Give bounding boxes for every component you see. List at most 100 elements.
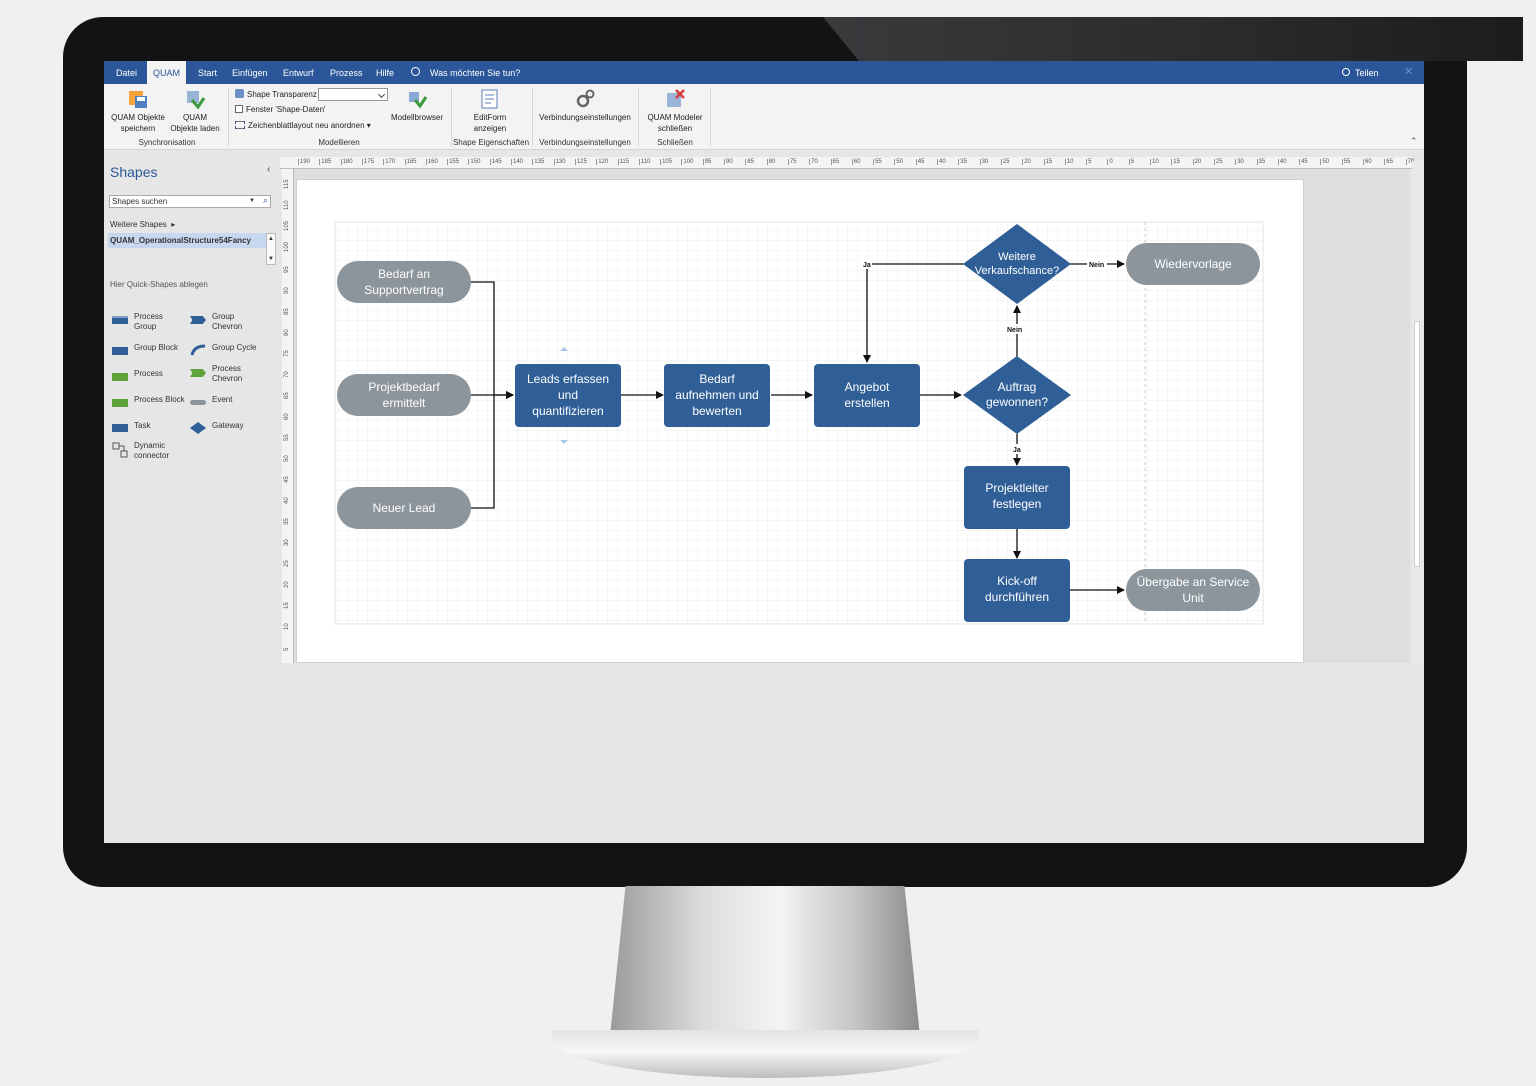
ruler-tick-label: 180 (340, 159, 353, 165)
gateway-auftrag[interactable]: Auftrag gewonnen? (963, 356, 1071, 434)
shape-data-checkbox[interactable] (235, 105, 243, 113)
ruler-tick-label: 175 (361, 159, 374, 165)
event-projektbedarf[interactable]: Projektbedarf ermittelt (337, 374, 471, 416)
save-quam-objects-button[interactable]: QUAM Objekte speichern (108, 88, 168, 134)
chevron-right-icon: ▸ (166, 220, 176, 229)
task-projektleiter[interactable]: Projektleiter festlegen (964, 466, 1070, 529)
model-browser-button[interactable]: Modellbrowser (388, 88, 446, 123)
ruler-tick-label: 60 (851, 159, 861, 165)
ruler-tick-label: 80 (284, 329, 290, 336)
shapes-search-input[interactable]: Shapes suchen ▼ ⌕ (109, 195, 271, 208)
tab-start[interactable]: Start (198, 68, 218, 78)
shape-transparency-dropdown[interactable] (318, 88, 388, 101)
scrollbar-thumb[interactable] (1414, 321, 1420, 567)
ruler-tick-label: 85 (284, 308, 290, 315)
event-uebergabe[interactable]: Übergabe an Service Unit (1126, 569, 1260, 611)
shape-group-block[interactable]: Group Block (108, 342, 186, 364)
ruler-tick-label: 75 (787, 159, 797, 165)
node-text: erstellen (844, 396, 889, 410)
tab-datei[interactable]: Datei (116, 68, 138, 78)
process-block-icon (112, 399, 128, 407)
event-neuer-lead[interactable]: Neuer Lead (337, 487, 471, 529)
ruler-tick-label: 75 (284, 350, 290, 357)
task-bedarf-aufnehmen[interactable]: Bedarf aufnehmen und bewerten (664, 364, 770, 427)
shape-label: Group (134, 322, 157, 331)
shape-process-block[interactable]: Process Block (108, 394, 186, 416)
shape-gateway[interactable]: Gateway (186, 419, 264, 441)
editform-button[interactable]: EditForm anzeigen (460, 88, 520, 134)
chevron-down-icon: ▾ (364, 121, 371, 130)
save-label-2: speichern (120, 124, 156, 133)
shape-task[interactable]: Task (108, 419, 186, 441)
gateway-verkaufschance[interactable]: Weitere Verkaufschance? (963, 224, 1071, 304)
drawing-page[interactable]: Ja Nein Nein Ja Bedarf an Supportvertrag (296, 179, 1304, 663)
ruler-tick-label: 140 (511, 159, 524, 165)
ruler-tick-label: 0 (1107, 159, 1113, 165)
selection-handle[interactable] (560, 440, 568, 444)
stencil-item[interactable]: QUAM_OperationalStructure54Fancy (108, 233, 266, 248)
connection-settings-button[interactable]: Verbindungseinstellungen (536, 88, 634, 123)
group-label-close: Schließen (657, 138, 693, 147)
ruler-tick-label: 100 (284, 241, 290, 252)
share-button[interactable]: Teilen (1355, 68, 1379, 78)
more-shapes-menu[interactable]: Weitere Shapes ▸ (110, 220, 175, 229)
process-chevron-icon (190, 369, 206, 377)
shape-event[interactable]: Event (186, 394, 264, 416)
ruler-tick-label: 30 (979, 159, 989, 165)
shape-group-cycle[interactable]: Group Cycle (186, 342, 264, 364)
task-kickoff[interactable]: Kick-off durchführen (964, 559, 1070, 622)
collapse-ribbon-icon[interactable]: ⌃ (1410, 136, 1418, 146)
ribbon-tab-bar: Datei QUAM Start Einfügen Entwurf Prozes… (104, 61, 1424, 84)
node-text: Bedarf (699, 372, 735, 386)
ruler-tick-label: 25 (1000, 159, 1010, 165)
shape-label: Group (212, 312, 235, 321)
ruler-tick-label: 55 (873, 159, 882, 165)
search-icon[interactable]: ⌕ (262, 195, 268, 205)
ruler-tick-label: 15 (1043, 159, 1053, 165)
tab-entwurf[interactable]: Entwurf (283, 68, 314, 78)
tab-prozess[interactable]: Prozess (330, 68, 363, 78)
node-text: Kick-off (997, 574, 1037, 588)
load-label-1: QUAM (183, 113, 207, 122)
task-leads-erfassen[interactable]: Leads erfassen und quantifizieren (515, 364, 621, 427)
group-label-connection: Verbindungseinstellungen (539, 138, 631, 147)
collapse-pane-icon[interactable]: ‹ (267, 164, 271, 175)
task-angebot-erstellen[interactable]: Angebot erstellen (814, 364, 920, 427)
node-text: quantifizieren (532, 404, 603, 418)
shape-process[interactable]: Process (108, 368, 186, 390)
ruler-tick-label: 5 (1086, 159, 1092, 165)
ruler-tick-label: 50 (284, 455, 290, 462)
shape-data-checkbox-row[interactable]: Fenster 'Shape-Daten' (235, 105, 326, 114)
tell-me-search[interactable]: Was möchten Sie tun? (430, 68, 521, 78)
close-icon[interactable]: ✕ (1404, 66, 1414, 78)
shape-label: Process (134, 369, 163, 378)
node-text: Verkaufschance? (975, 265, 1059, 277)
tab-quam[interactable]: QUAM (147, 61, 186, 84)
selection-handle[interactable] (560, 347, 568, 351)
load-quam-objects-button[interactable]: QUAM Objekte laden (166, 88, 224, 134)
node-text: Weitere (998, 251, 1036, 263)
stencil-scrollbar[interactable]: ▲▼ (266, 233, 276, 265)
tab-hilfe[interactable]: Hilfe (376, 68, 395, 78)
ruler-tick-label: 40 (937, 159, 946, 165)
dropdown-arrow-icon[interactable]: ▼ (249, 198, 255, 204)
node-text: Neuer Lead (373, 501, 436, 515)
shape-label: Task (134, 421, 151, 430)
tab-einfuegen[interactable]: Einfügen (232, 68, 268, 78)
ruler-tick-label: 15 (284, 602, 290, 609)
vertical-scrollbar[interactable] (1412, 161, 1422, 663)
close-modeler-button[interactable]: QUAM Modeler schließen (644, 88, 706, 134)
save-label-1: QUAM Objekte (111, 113, 165, 122)
shape-data-label: Fenster 'Shape-Daten' (246, 105, 326, 114)
person-icon (1342, 68, 1350, 76)
node-text: festlegen (993, 497, 1042, 511)
event-bedarf-support[interactable]: Bedarf an Supportvertrag (337, 261, 471, 303)
node-text: Auftrag (998, 380, 1037, 394)
event-wiedervorlage[interactable]: Wiedervorlage (1126, 243, 1260, 285)
relayout-button[interactable]: Zeichenblattlayout neu anordnen ▾ (235, 121, 371, 130)
